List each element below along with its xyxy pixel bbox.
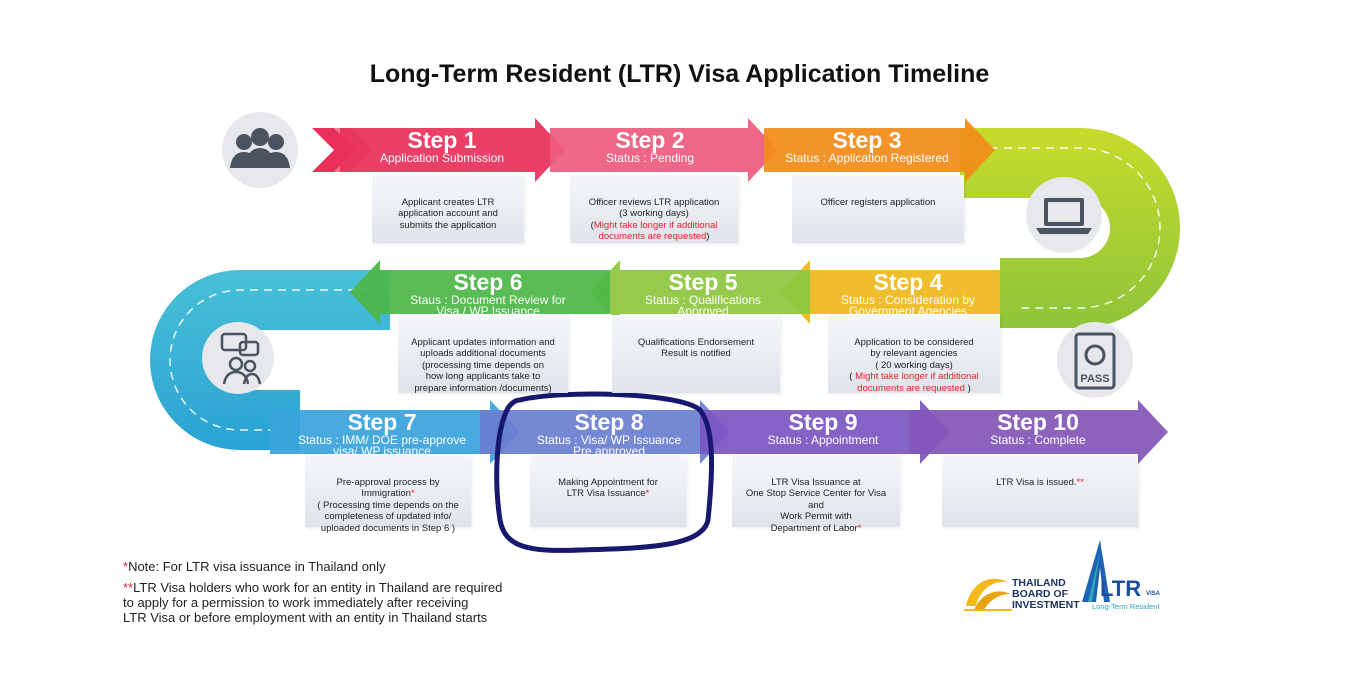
step2-status: Status : Pending — [606, 151, 694, 165]
step2-title: Step 2 — [615, 127, 684, 153]
step2-description: Officer reviews LTR application (3 worki… — [570, 175, 738, 243]
right-curve — [960, 128, 1180, 328]
step3-description: Officer registers application — [792, 175, 964, 243]
pass-label: PASS — [1080, 373, 1109, 385]
step5-arrow — [590, 260, 810, 324]
step2-arrow — [550, 118, 778, 182]
step8-title: Step 8 — [574, 409, 643, 435]
step10-status: Status : Complete — [990, 433, 1086, 447]
step9-status: Status : Appointment — [768, 433, 879, 447]
step7-status: Status : IMM/ DOE pre-approve — [298, 433, 466, 447]
step9-arrow — [700, 400, 950, 464]
step5-description: Qualifications Endorsement Result is not… — [612, 315, 780, 393]
laptop-icon — [1026, 177, 1102, 253]
step4-arrow — [780, 260, 1000, 324]
step9-title: Step 9 — [788, 409, 857, 435]
ltr-logo-main: LTR — [1100, 576, 1142, 601]
step1-arrow — [340, 118, 565, 182]
step6-description: Applicant updates information and upload… — [398, 315, 568, 394]
ltr-logo-visa: VISA — [1146, 591, 1161, 597]
chat-people-icon — [202, 322, 274, 394]
note-2: **LTR Visa holders who work for an entit… — [123, 580, 503, 625]
step9-description: LTR Visa Issuance at One Stop Service Ce… — [732, 455, 900, 534]
note-1: *Note: For LTR visa issuance in Thailand… — [123, 559, 386, 574]
step4-description: Application to be considered by relevant… — [828, 315, 1000, 394]
step6-status-line2: Visa / WP Issuance — [436, 304, 540, 318]
step1-description: Applicant creates LTR application accoun… — [372, 175, 524, 243]
step1-title: Step 1 — [407, 127, 476, 153]
step6-status: Staus : Document Review for — [410, 293, 565, 307]
passport-icon: PASS — [1057, 322, 1133, 398]
step5-status: Status : Qualifications — [645, 293, 761, 307]
step4-status: Status : Consideration by — [841, 293, 975, 307]
step10-arrow — [910, 400, 1168, 464]
step8-arrow — [480, 400, 730, 464]
left-curve — [150, 270, 390, 450]
step3-arrow — [764, 118, 995, 182]
people-group-icon — [222, 112, 298, 188]
step4-title: Step 4 — [873, 269, 942, 295]
step7-status-line2: visa/ WP issuance — [333, 444, 431, 458]
ltr-logo-icon — [1082, 540, 1110, 602]
step5-status-line2: Approved — [677, 304, 728, 318]
step8-description: Making Appointment for LTR Visa Issuance… — [530, 455, 686, 527]
boi-logo-text: THAILAND BOARD OF INVESTMENT — [1012, 577, 1080, 611]
step6-arrow — [350, 260, 610, 324]
step8-highlight-circle — [494, 391, 715, 553]
step7-title: Step 7 — [347, 409, 416, 435]
step10-title: Step 10 — [997, 409, 1079, 435]
step3-status: Status : Application Registered — [785, 151, 948, 165]
step8-status-line2: Pre approved — [573, 444, 645, 458]
step3-title: Step 3 — [832, 127, 901, 153]
step6-title: Step 6 — [453, 269, 522, 295]
step7-arrow — [270, 400, 520, 464]
step8-status: Status : Visa/ WP Issuance — [537, 433, 682, 447]
boi-logo-icon — [964, 578, 1012, 611]
step4-status-line2: Government Agencies — [849, 304, 967, 318]
step10-description: LTR Visa is issued.** — [942, 455, 1138, 527]
step5-title: Step 5 — [668, 269, 737, 295]
step1-status: Application Submission — [380, 151, 504, 165]
page-title: Long-Term Resident (LTR) Visa Applicatio… — [369, 60, 990, 88]
ltr-logo-sub: Long-Term Resident — [1092, 602, 1160, 611]
step7-description: Pre-approval process by Immigration* ( P… — [305, 455, 471, 532]
